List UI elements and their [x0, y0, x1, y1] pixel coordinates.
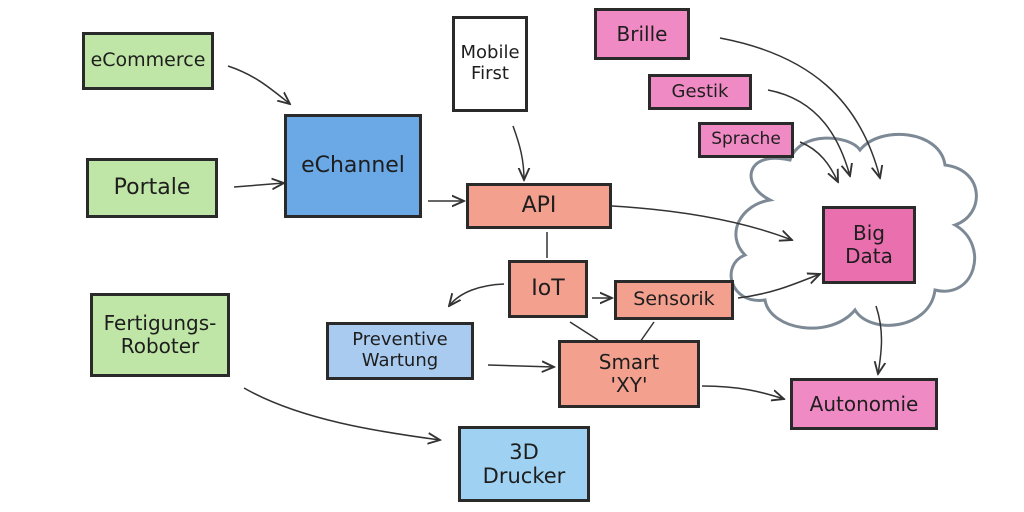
arrow-preventive-smart [487, 365, 554, 367]
node-3d-drucker: 3D Drucker [458, 426, 590, 502]
node-preventive-wartung: Preventive Wartung [326, 322, 474, 380]
line-iot-smart [569, 321, 599, 341]
arrow-fertigung-drucker [243, 387, 440, 440]
node-ecommerce: eCommerce [82, 32, 214, 90]
arrow-cloud-autonomie [876, 305, 882, 374]
arrow-mobile-api [512, 125, 524, 180]
node-portale: Portale [86, 158, 218, 218]
arrow-gestik-cloud [767, 89, 850, 176]
node-iot: IoT [508, 260, 588, 318]
line-sensorik-smart [639, 321, 655, 343]
node-echannel: eChannel [284, 114, 422, 218]
node-sprache: Sprache [698, 122, 794, 158]
arrow-ecommerce-echannel [227, 65, 290, 104]
node-api: API [466, 183, 612, 229]
node-gestik: Gestik [648, 74, 752, 110]
node-brille: Brille [594, 8, 690, 60]
node-sensorik: Sensorik [614, 280, 734, 320]
arrow-brille-cloud [719, 37, 880, 178]
node-autonomie: Autonomie [790, 378, 938, 430]
node-mobile-first: Mobile First [452, 16, 528, 112]
node-smart-xy: Smart 'XY' [558, 340, 700, 408]
arrow-sprache-cloud [799, 141, 838, 182]
arrow-api-cloud [611, 205, 792, 240]
arrow-sensorik-cloud [737, 274, 820, 299]
node-fertigungs-roboter: Fertigungs- Roboter [90, 293, 230, 377]
arrow-portale-echannel [233, 183, 284, 187]
arrow-smart-autonomie [701, 385, 784, 399]
node-big-data: Big Data [822, 206, 916, 284]
arrow-iot-preventive [449, 283, 505, 306]
